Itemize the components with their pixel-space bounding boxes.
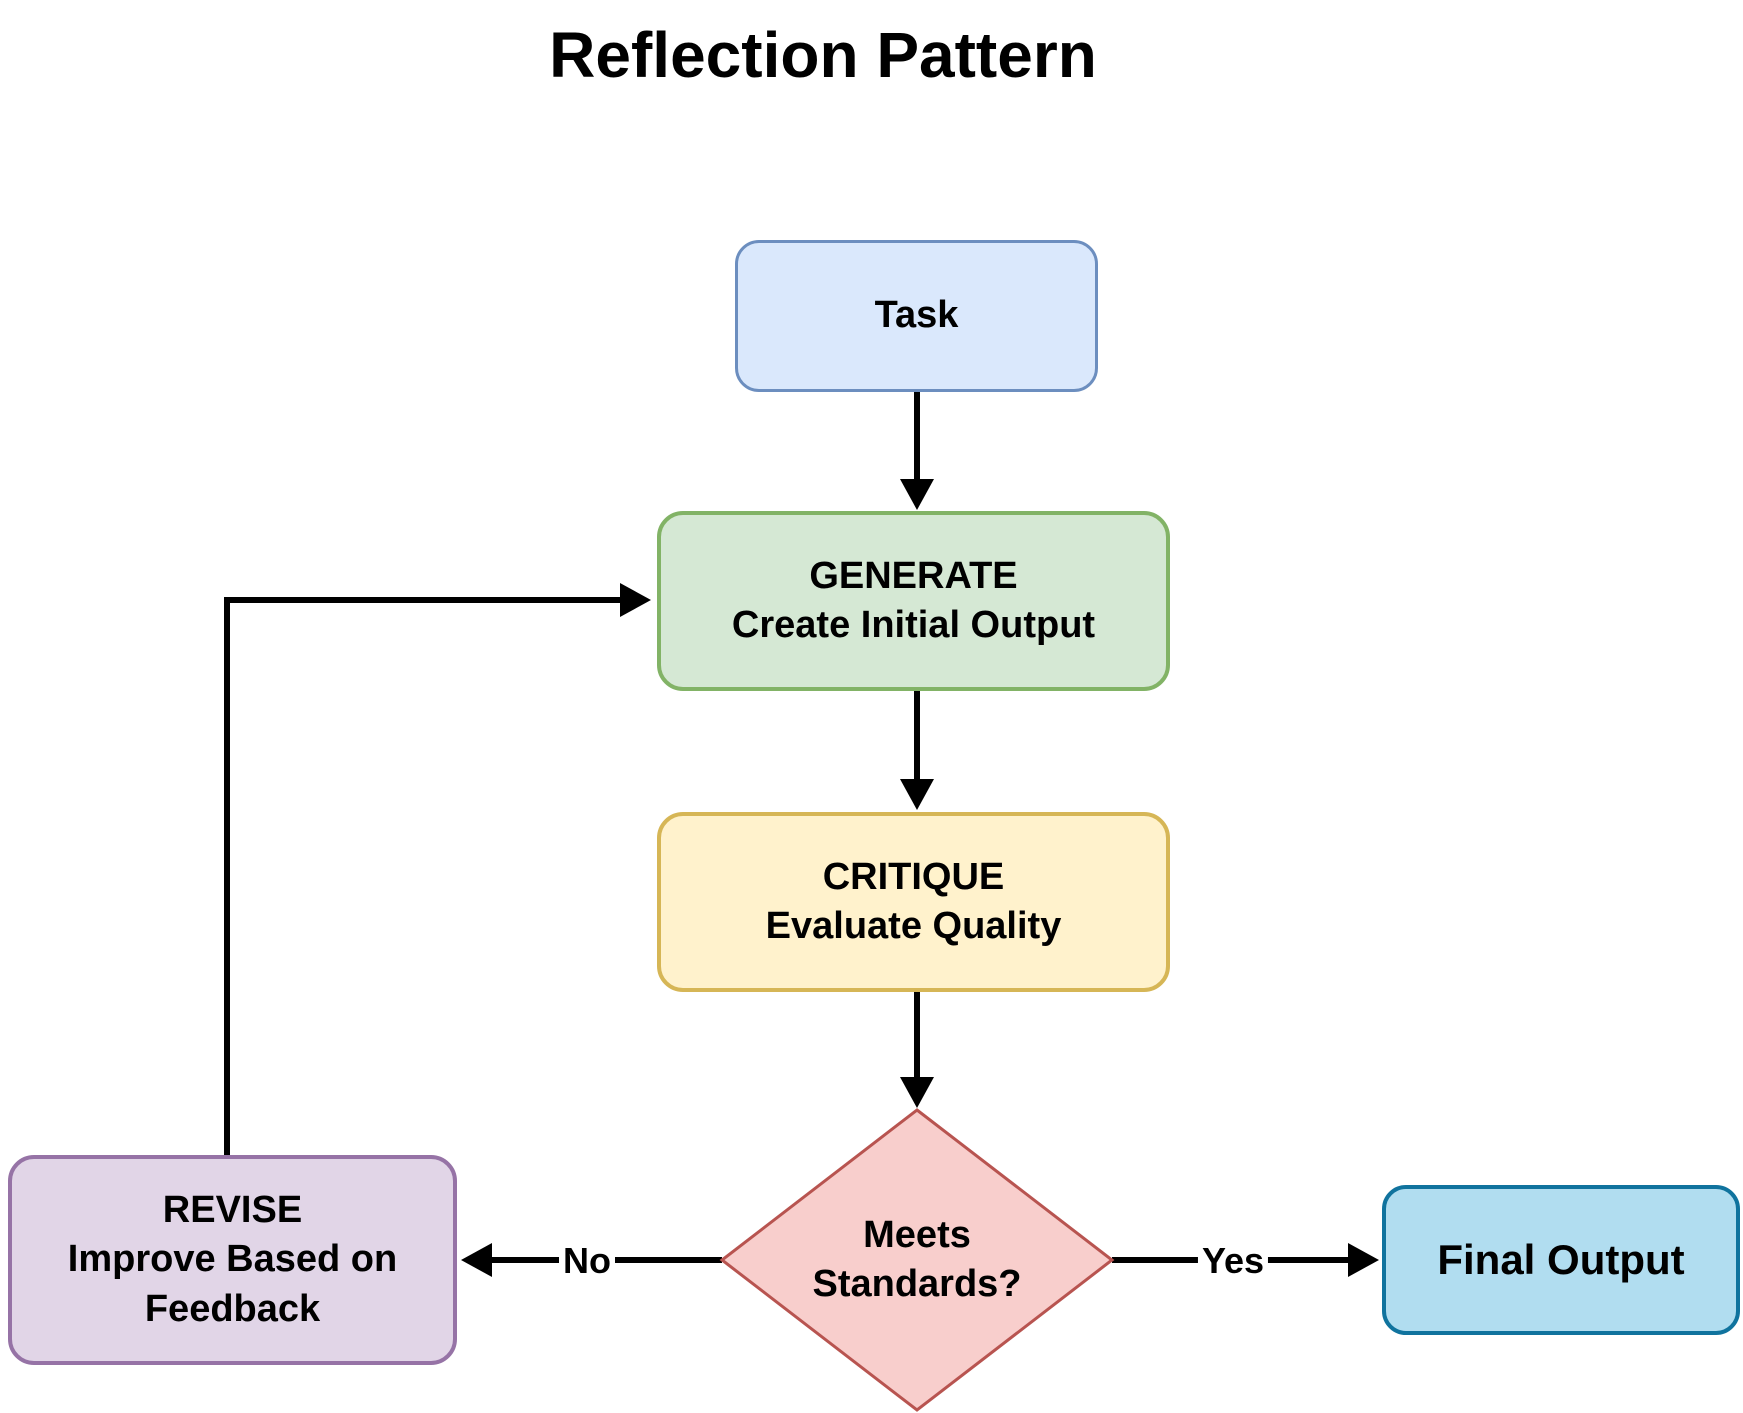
arrowhead-left-icon	[461, 1243, 492, 1277]
node-generate-sublabel: Create Initial Output	[731, 604, 1096, 646]
diagram-title: Reflection Pattern	[549, 19, 1097, 91]
node-final-output: Final Output	[1382, 1185, 1740, 1335]
edge-revise-generate	[224, 583, 651, 1155]
node-task: Task	[735, 240, 1098, 392]
node-generate-label: GENERATE	[809, 554, 1018, 597]
edge-task-generate	[900, 392, 934, 510]
arrowhead-down-icon	[900, 479, 934, 510]
edge-label-yes: Yes	[1197, 1240, 1269, 1282]
arrowhead-right-icon	[1348, 1243, 1379, 1277]
node-task-label: Task	[874, 294, 959, 337]
decision-diamond-border	[719, 1108, 1115, 1412]
arrowhead-right-icon	[620, 583, 651, 617]
node-revise: REVISE Improve Based on Feedback	[8, 1155, 457, 1365]
arrowhead-down-icon	[900, 779, 934, 810]
node-final-output-label: Final Output	[1437, 1235, 1685, 1283]
edge-label-no: No	[559, 1240, 615, 1282]
node-decision-label: Meets Standards?	[812, 1213, 1022, 1305]
node-critique: CRITIQUE Evaluate Quality	[657, 812, 1170, 992]
edge-critique-decision	[900, 992, 934, 1108]
arrowhead-down-icon	[900, 1077, 934, 1108]
node-revise-label: REVISE	[162, 1188, 303, 1231]
edge-generate-critique	[900, 691, 934, 810]
node-revise-sublabel: Improve Based on Feedback	[67, 1238, 398, 1330]
node-critique-sublabel: Evaluate Quality	[765, 905, 1062, 947]
node-critique-label: CRITIQUE	[822, 855, 1005, 898]
node-generate: GENERATE Create Initial Output	[657, 511, 1170, 691]
